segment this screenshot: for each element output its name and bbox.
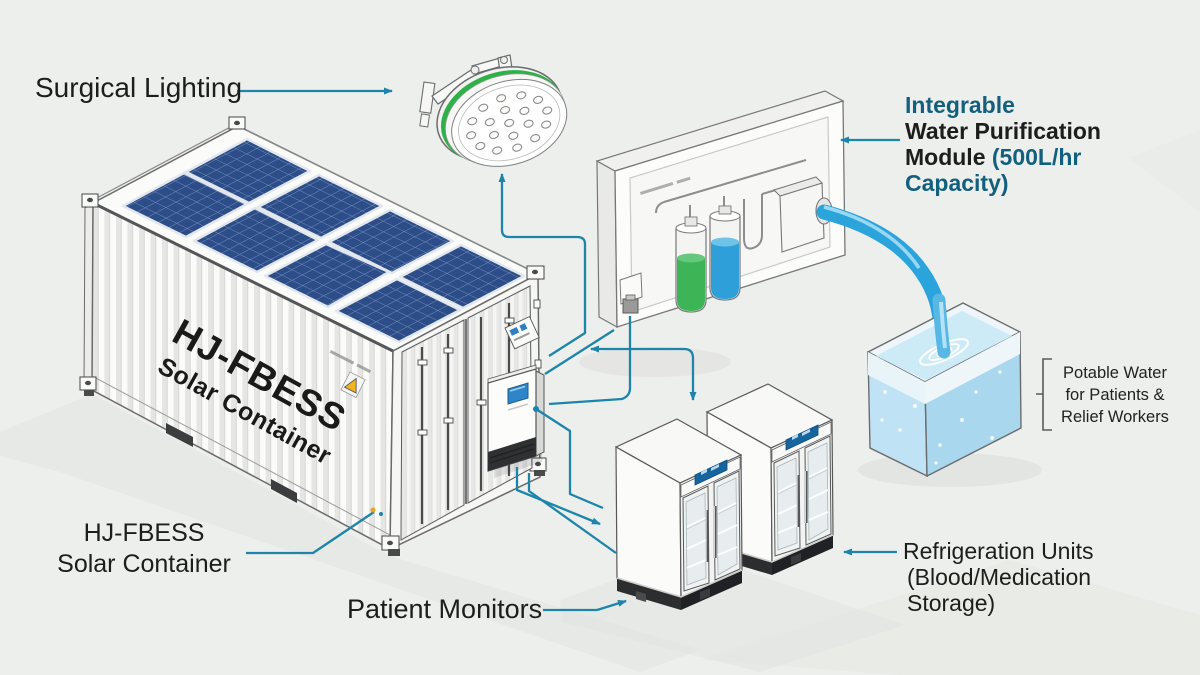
wire-lamp	[498, 173, 587, 357]
wire-inverter	[535, 408, 604, 510]
door-control-panel	[504, 315, 540, 350]
lamp-head	[436, 66, 568, 167]
label-patient-monitors: Patient Monitors	[347, 594, 543, 624]
wire-fridge-feed	[590, 345, 697, 401]
lamp-leds	[466, 91, 553, 155]
inverter-screen	[507, 382, 529, 405]
label-container: HJ-FBESS Solar Container	[57, 519, 231, 578]
power-inlet-connector	[619, 272, 643, 314]
surgical-lamp	[419, 54, 568, 167]
label-water-module-line1: Integrable	[905, 92, 1015, 118]
potable-bracket	[1036, 358, 1052, 431]
label-potable-water: Potable Water for Patients & Relief Work…	[1061, 364, 1169, 426]
wire-monitor-label	[543, 599, 627, 612]
water-purification-module	[595, 90, 949, 338]
potable-water-tank	[867, 293, 1052, 478]
label-water-module-line2: Water Purification	[905, 118, 1101, 144]
solar-container: HJ-FBESS Solar Container	[79, 116, 547, 556]
wire-base-1	[515, 467, 601, 526]
fork-pocket	[166, 423, 193, 447]
label-water-module-line3: Module (500L/hr	[905, 144, 1082, 170]
filter-cylinder-blue	[709, 205, 741, 301]
module-marking	[640, 176, 691, 195]
label-water-module-line4: Capacity)	[905, 170, 1009, 196]
wire-base-2	[527, 473, 617, 554]
warning-sticker	[340, 371, 366, 399]
connection-wires	[237, 87, 900, 612]
fork-pocket	[271, 479, 297, 503]
label-water-module: Integrable Water Purification Module (50…	[905, 92, 1101, 196]
inverter-unit	[487, 364, 545, 478]
container-marking	[329, 350, 372, 374]
solar-panel-array	[121, 137, 526, 344]
wire-container-label	[246, 511, 375, 555]
label-surgical-lighting: Surgical Lighting	[35, 72, 243, 103]
filter-cylinder-green	[675, 216, 707, 313]
label-refrigeration: Refrigeration Units (Blood/Medication St…	[903, 538, 1094, 616]
wire-cross	[544, 329, 615, 375]
